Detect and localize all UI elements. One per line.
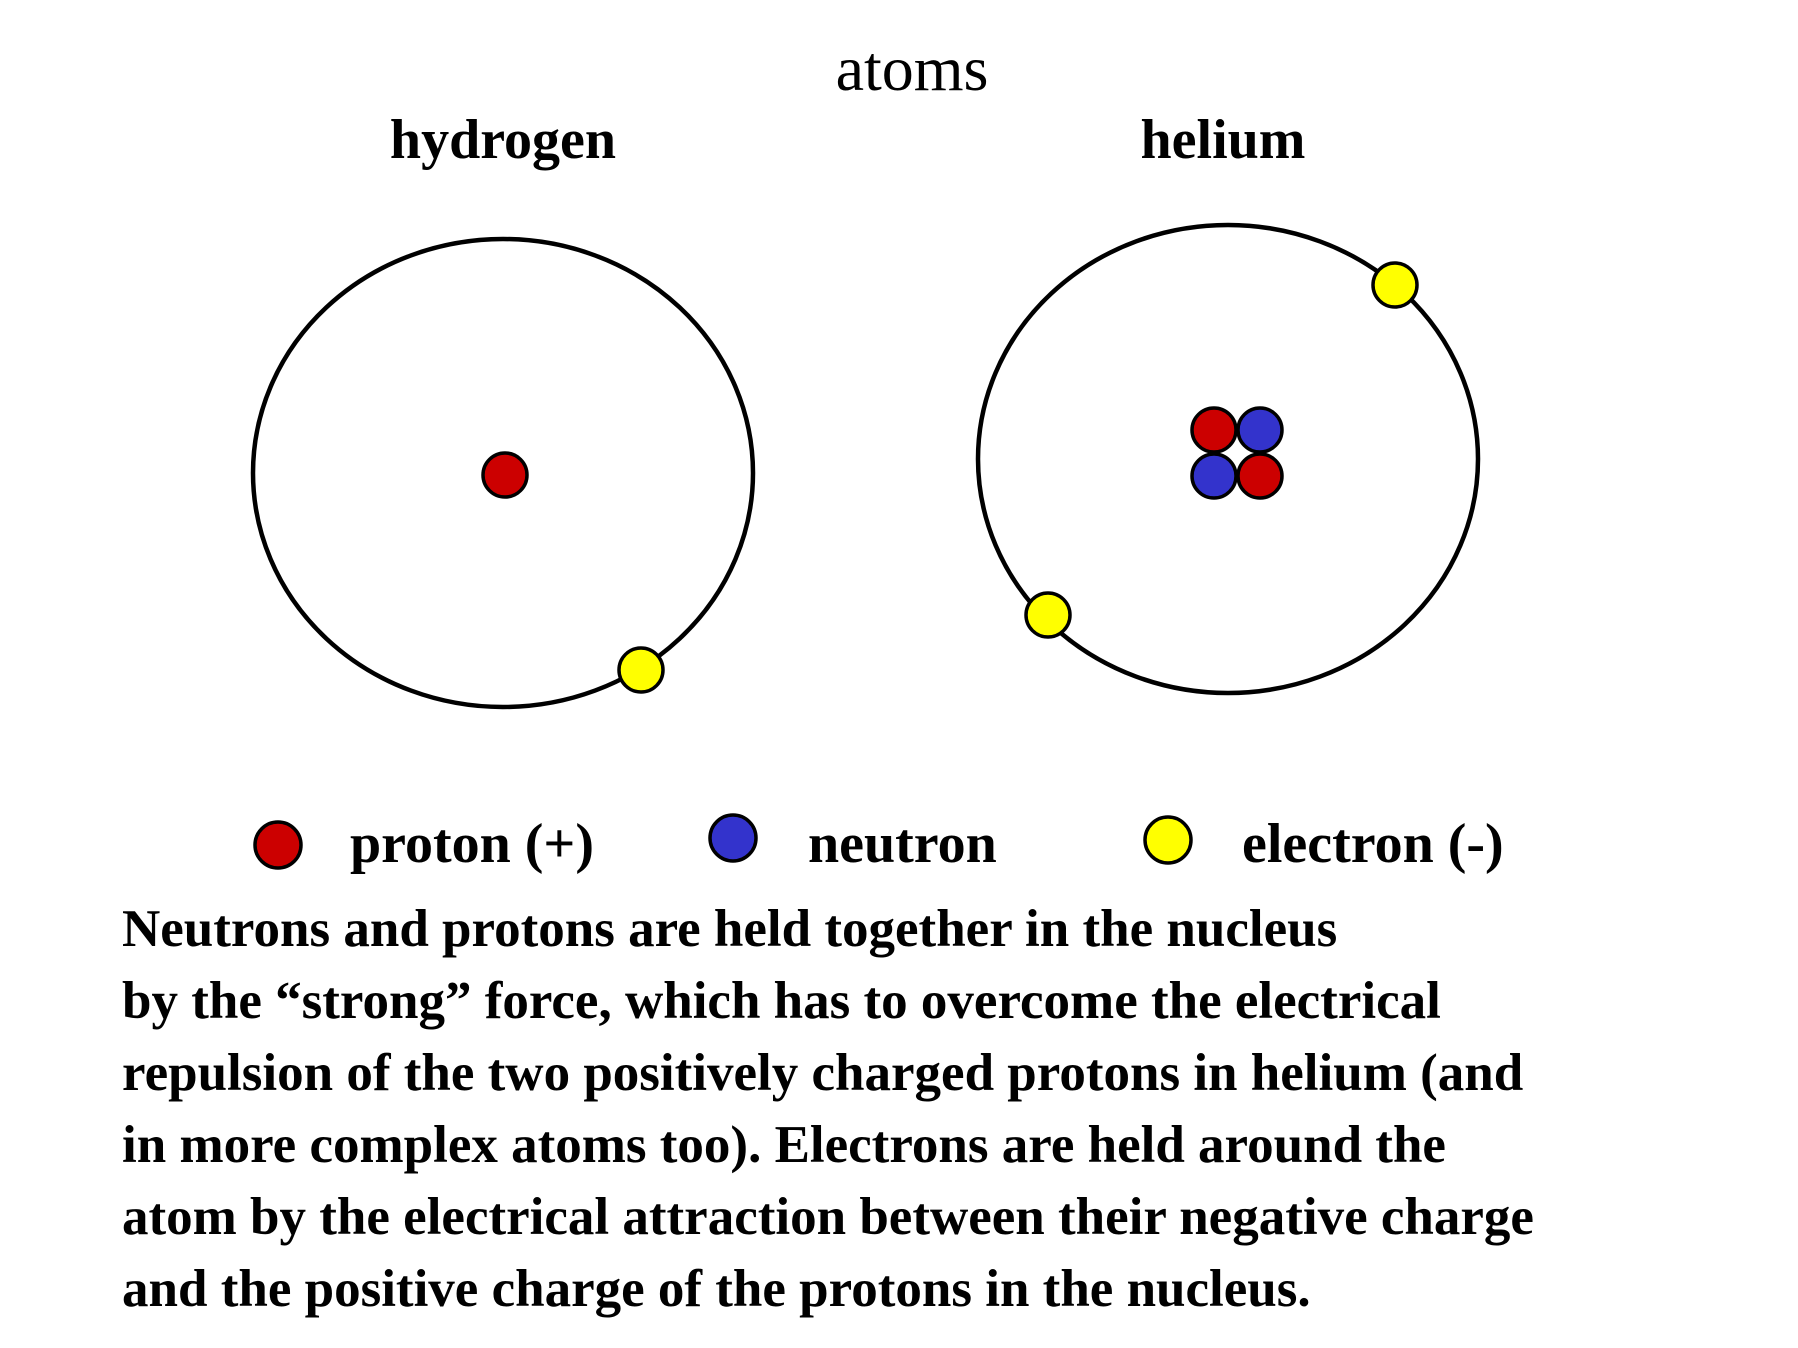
explanation-line-4: in more complex atoms too). Electrons ar… (122, 1116, 1446, 1174)
legend-electron-label: electron (-) (1242, 813, 1504, 875)
helium-atom: helium (975, 109, 1481, 696)
helium-orbit (975, 222, 1481, 696)
hydrogen-electron (617, 646, 665, 694)
explanation-line-2: by the “strong” force, which has to over… (122, 972, 1441, 1030)
helium-proton-1 (1190, 406, 1238, 454)
explanation-line-1: Neutrons and protons are held together i… (122, 900, 1338, 958)
helium-neutron-1 (1236, 406, 1284, 454)
legend-proton-swatch (253, 820, 303, 870)
explanation-line-6: and the positive charge of the protons i… (122, 1260, 1311, 1318)
helium-proton-2 (1236, 452, 1284, 500)
legend-neutron: neutron (708, 813, 997, 875)
legend: proton (+) neutron electron (-) (253, 813, 1504, 875)
helium-electron-2 (1024, 591, 1072, 639)
diagram-title: atoms (836, 33, 989, 104)
legend-neutron-label: neutron (808, 813, 997, 875)
legend-electron: electron (-) (1143, 813, 1504, 875)
hydrogen-label: hydrogen (390, 109, 616, 171)
explanation-line-5: atom by the electrical attraction betwee… (122, 1188, 1534, 1246)
helium-label: helium (1141, 109, 1306, 171)
helium-neutron-2 (1190, 452, 1238, 500)
hydrogen-orbit (250, 236, 756, 710)
legend-neutron-swatch (708, 813, 758, 863)
legend-proton: proton (+) (253, 813, 594, 875)
explanation-paragraph: Neutrons and protons are held together i… (122, 893, 1782, 1325)
hydrogen-atom: hydrogen (250, 109, 756, 710)
explanation-line-3: repulsion of the two positively charged … (122, 1044, 1524, 1102)
legend-proton-label: proton (+) (350, 813, 594, 875)
legend-electron-swatch (1143, 815, 1193, 865)
helium-electron-1 (1371, 261, 1419, 309)
hydrogen-proton (481, 451, 529, 499)
